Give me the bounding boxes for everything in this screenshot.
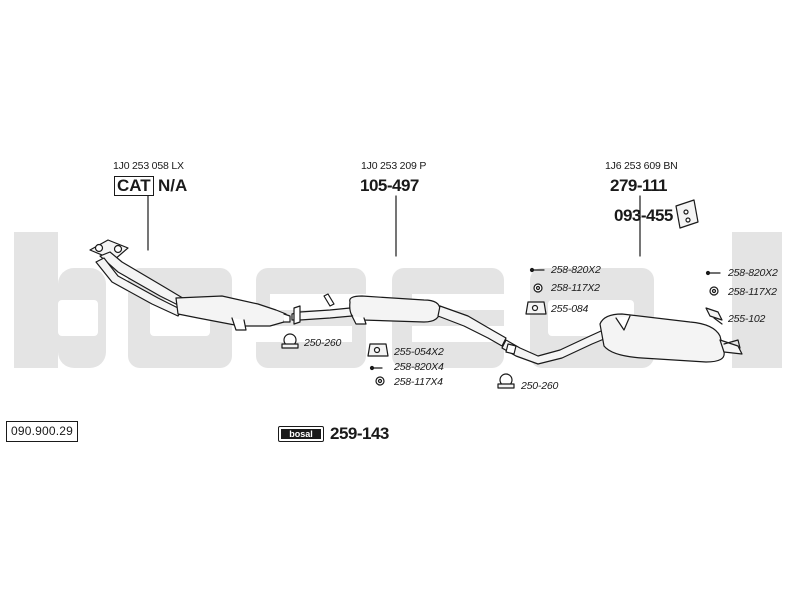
label-clamp-a: 250-260 (304, 337, 342, 349)
mount-255-054 (367, 343, 389, 357)
part-number-mounting-kit: 259-143 (330, 424, 389, 443)
washer-258-117-a (375, 376, 385, 386)
label-washer-a: 258-117X4 (394, 376, 443, 388)
part-number-heat-shield: 093-455 (614, 206, 673, 225)
label-bolt-a: 258-820X4 (394, 361, 444, 373)
kit-badge: bosal (278, 426, 324, 442)
label-washer-b: 258-117X2 (551, 282, 600, 294)
washer-258-117-c (709, 286, 719, 296)
label-washer-c: 258-117X2 (728, 286, 777, 298)
kit-badge-text: bosal (281, 429, 321, 439)
bolt-258-820-c (705, 270, 721, 276)
middle-outlet-pipe (437, 305, 507, 347)
label-bolt-c: 258-820X2 (728, 267, 778, 279)
cat-value: N/A (158, 176, 188, 195)
catalyst-bracket (231, 317, 247, 331)
mount-255-102 (705, 307, 723, 325)
part-number-rear-silencer: 279-111 (610, 176, 668, 195)
label-mount-255-054: 255-054X2 (394, 346, 444, 358)
oe-number-front: 1J0 253 058 LX (113, 160, 184, 172)
oe-number-rear: 1J6 253 609 BN (605, 160, 678, 172)
label-mount-255-084: 255-084 (551, 303, 589, 315)
bolt-258-820-a (369, 365, 383, 371)
label-bolt-b: 258-820X2 (551, 264, 601, 276)
front-pipe-lower (95, 257, 183, 317)
clamp-250-260-a (281, 333, 299, 349)
catalyst-body (175, 295, 287, 327)
part-number-middle-silencer: 105-497 (360, 176, 419, 195)
rear-pipe (501, 325, 617, 365)
clamp-250-260-b (497, 373, 515, 389)
label-mount-255-102: 255-102 (728, 313, 766, 325)
oe-number-middle: 1J0 253 209 P (361, 160, 427, 172)
reference-number: 090.900.29 (6, 421, 79, 442)
cat-label: CAT (114, 176, 154, 196)
mount-255-084 (525, 301, 547, 315)
middle-inlet-pipe (291, 307, 353, 321)
label-clamp-b: 250-260 (521, 380, 559, 392)
bolt-258-820-b (529, 267, 545, 273)
manifold-flange (89, 239, 129, 261)
washer-258-117-b (533, 283, 543, 293)
